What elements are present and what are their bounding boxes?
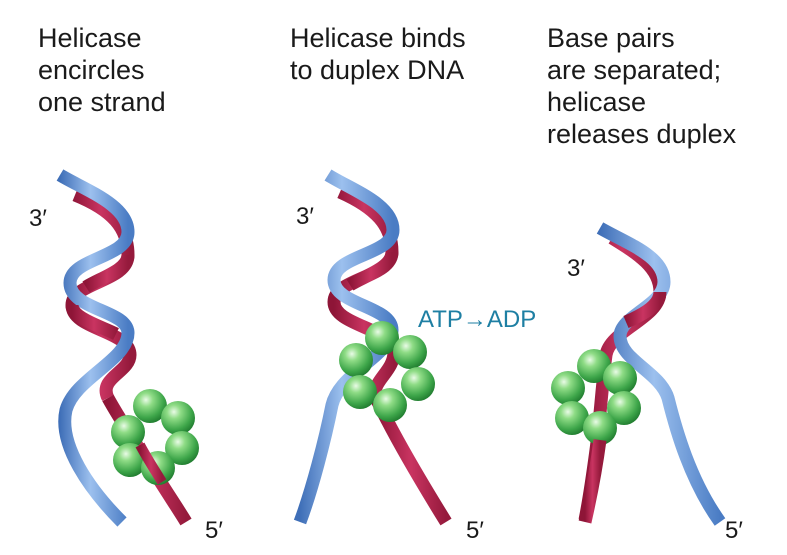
panel-3-red-strand-crossing xyxy=(623,290,667,328)
helicase-subunit xyxy=(365,321,399,355)
helicase-subunit xyxy=(551,371,585,405)
reaction-label: ATP→ADP xyxy=(418,306,536,333)
helicase-subunit xyxy=(577,349,611,383)
adp-label: ADP xyxy=(487,306,536,333)
helicase-subunit xyxy=(165,431,199,465)
panel-3-caption-line-1: Base pairs xyxy=(547,23,675,53)
atp-label: ATP xyxy=(418,306,463,333)
helicase-subunit xyxy=(603,361,637,395)
panel-2-diagram: 3′ 5′ ATP→ADP xyxy=(293,169,536,544)
panel-1-red-strand-through-ring xyxy=(135,442,167,485)
helicase-subunit xyxy=(401,367,435,401)
panel-3-caption-line-2: are separated; xyxy=(547,55,722,85)
panel-3-red-strand-front xyxy=(578,439,607,524)
panel-3-blue-strand xyxy=(596,222,726,526)
panel-2-blue-strand xyxy=(293,169,400,525)
helicase-subunit xyxy=(133,389,167,423)
helicase-subunit xyxy=(393,335,427,369)
panel-2-helicase xyxy=(339,321,435,422)
panel-3-caption: Base pairs are separated; helicase relea… xyxy=(547,22,736,150)
panel-1-caption-line-3: one strand xyxy=(38,87,166,117)
panel-2-3prime-label: 3′ xyxy=(296,203,314,230)
helicase-subunit xyxy=(607,391,641,425)
panel-2-caption-line-1: Helicase binds xyxy=(290,23,466,53)
panel-1-red-strand-crossing-a xyxy=(82,253,135,293)
panel-1-caption-line-2: encircles xyxy=(38,55,145,85)
panel-1-caption: Helicase encircles one strand xyxy=(38,22,166,118)
panel-2-5prime-label: 5′ xyxy=(466,517,484,544)
helicase-subunit xyxy=(373,388,407,422)
helicase-subunit xyxy=(583,411,617,445)
panel-1-caption-line-1: Helicase xyxy=(38,23,142,53)
panel-1-5prime-label: 5′ xyxy=(205,517,223,544)
helicase-subunit xyxy=(339,343,373,377)
panel-3-3prime-label: 3′ xyxy=(567,255,585,282)
panel-2-caption-line-2: to duplex DNA xyxy=(290,55,465,85)
panel-2-red-strand-crossing xyxy=(346,250,399,291)
panel-3-helicase xyxy=(551,349,641,445)
panel-3-5prime-label: 5′ xyxy=(725,517,743,544)
panel-3-diagram: 3′ 5′ xyxy=(551,222,743,544)
helicase-subunit xyxy=(555,401,589,435)
helicase-subunit xyxy=(161,401,195,435)
panel-3-caption-line-3: helicase xyxy=(547,87,647,117)
reaction-arrow: → xyxy=(463,306,487,333)
helicase-subunit xyxy=(343,375,377,409)
panel-2-caption: Helicase binds to duplex DNA xyxy=(290,22,466,86)
panel-1-diagram: 3′ 5′ xyxy=(29,169,223,544)
panel-1-blue-strand xyxy=(56,169,135,527)
panel-1-3prime-label: 3′ xyxy=(29,205,47,232)
helicase-subunit xyxy=(111,415,145,449)
panel-3-caption-line-4: releases duplex xyxy=(547,119,737,149)
panel-1-red-strand-crossing-b xyxy=(65,303,119,340)
